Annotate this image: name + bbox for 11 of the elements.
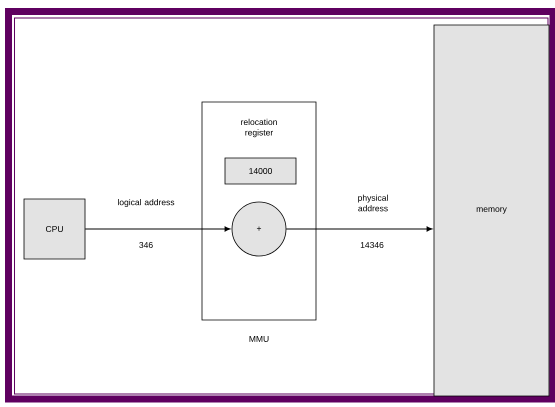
cpu-box: CPU	[24, 198, 86, 260]
edge-label: logical address	[118, 199, 174, 207]
memory-box: memory	[434, 24, 550, 396]
arrow	[84, 226, 230, 232]
edge-label: physical address	[358, 194, 388, 212]
address-value: 346	[139, 242, 153, 248]
register-label: relocation register	[241, 118, 277, 138]
arrow	[286, 226, 432, 232]
register-box: 14000	[224, 158, 296, 184]
node-label: MMU	[250, 336, 269, 342]
address-value: 14346	[360, 242, 384, 248]
